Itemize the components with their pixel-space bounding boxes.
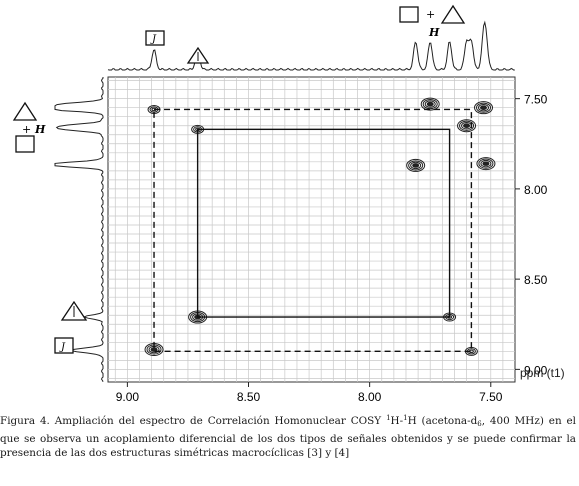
left-box-j-label: J	[59, 342, 66, 353]
cross-peak	[478, 158, 494, 169]
left-triangle-symbol	[60, 300, 88, 321]
left-box-j-symbol: J	[54, 337, 74, 354]
plot-grid	[108, 77, 515, 382]
plot-frame	[107, 76, 516, 383]
y-tick-label: 9.00	[524, 363, 548, 377]
left-combined-symbol: + H	[12, 101, 46, 153]
top-plus-sign: +	[426, 8, 435, 21]
y-tick-label: 8.50	[524, 273, 548, 287]
caption-h-solvent: H (acetona-d	[407, 415, 478, 427]
cross-peak	[408, 160, 424, 171]
caption-superscript-1a: 1	[386, 414, 391, 422]
cross-peak	[476, 157, 496, 171]
top-right-combined-symbol: + H	[399, 4, 466, 39]
cross-peak	[480, 159, 492, 168]
caption-text-end: , 400 MHz) en el que se observa un acopl…	[0, 415, 577, 459]
left-plus-sign: +	[22, 123, 31, 136]
left-h-label: H	[34, 123, 46, 136]
cross-peak	[459, 120, 475, 131]
y-tick-label: 8.00	[524, 183, 548, 197]
cross-peak	[474, 101, 494, 115]
left-projection-spectrum	[54, 77, 104, 382]
cosy-spectrum-figure: 9.00 8.50 8.00 7.50 7.50 8.00 8.50 9.00 ppm (t1…	[12, 4, 565, 404]
cross-peak	[410, 161, 422, 170]
x-tick-label: 7.50	[479, 390, 503, 404]
cross-peak	[420, 97, 440, 111]
caption-superscript-1b: 1	[403, 414, 408, 422]
caption-text-start: Ampliación del espectro de Correlación H…	[49, 415, 387, 427]
top-box-j-symbol: J	[145, 30, 165, 46]
figure-caption: Figura 4. Ampliación del espectro de Cor…	[0, 411, 576, 461]
cross-peak	[406, 158, 426, 172]
axis-ticks: 9.00 8.50 8.00 7.50 7.50 8.00 8.50 9.00	[116, 93, 548, 404]
top-triangle-symbol	[186, 46, 210, 64]
y-tick-label: 7.50	[524, 93, 548, 107]
cross-peak	[426, 101, 434, 107]
top-h-label: H	[428, 26, 440, 39]
cross-peak	[457, 119, 477, 133]
caption-figure-label: Figura 4.	[0, 415, 50, 427]
cross-peak	[422, 98, 438, 110]
y-axis-unit: ppm (t1)	[520, 366, 565, 380]
cross-peak	[476, 102, 492, 113]
top-projection-spectrum	[107, 20, 515, 71]
cross-peak	[480, 105, 488, 110]
solid-correlation-box	[196, 128, 451, 318]
cross-peak	[463, 123, 471, 129]
cross-peak	[424, 100, 436, 108]
cross-peak	[482, 161, 490, 166]
x-tick-label: 9.00	[116, 390, 140, 404]
caption-h-first: H-	[390, 415, 404, 427]
top-box-j-label: J	[150, 34, 157, 45]
cross-peak	[412, 163, 420, 168]
cross-peak	[478, 103, 490, 112]
x-tick-label: 8.00	[358, 390, 382, 404]
caption-subscript-6: 6	[477, 420, 482, 428]
correlation-rectangles	[153, 108, 473, 353]
x-tick-label: 8.50	[237, 390, 261, 404]
